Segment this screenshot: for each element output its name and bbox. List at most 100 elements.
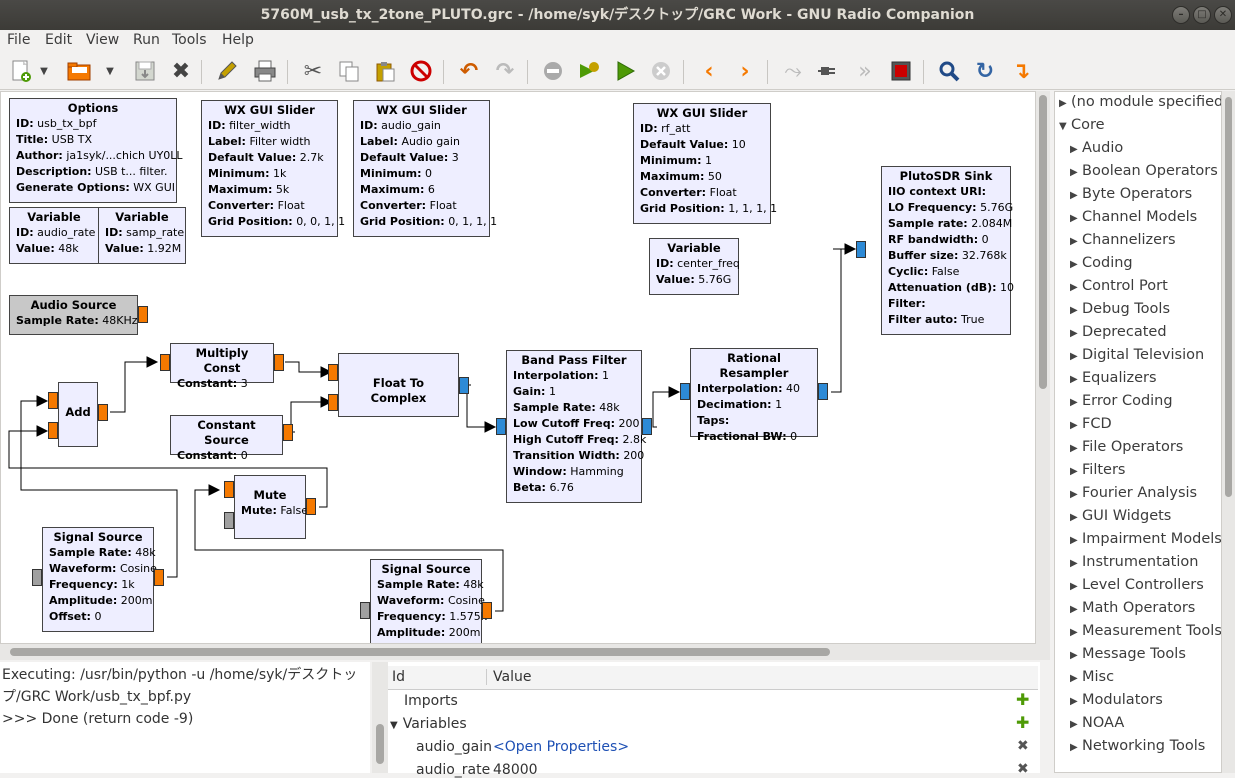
kill-icon[interactable] [646, 56, 676, 86]
sig2-output-port[interactable] [482, 602, 492, 619]
f2c-input-imag-port[interactable] [328, 394, 338, 411]
block-signal-source-1[interactable]: Signal Source Sample Rate: 48k Waveform:… [42, 527, 157, 632]
tree-category-boolean-operators[interactable]: ▶Boolean Operators [1070, 163, 1218, 179]
menu-help[interactable]: Help [222, 32, 254, 48]
variable-row-variables[interactable]: ▼Variables [390, 716, 467, 732]
column-id[interactable]: Id [392, 669, 406, 685]
tree-category-measurement-tools[interactable]: ▶Measurement Tools [1070, 623, 1222, 639]
menu-run[interactable]: Run [133, 32, 160, 48]
audio-source-output-port[interactable] [138, 306, 148, 323]
tree-category-digital-television[interactable]: ▶Digital Television [1070, 347, 1205, 363]
remove-variable-icon[interactable]: ✖ [1017, 738, 1029, 754]
tree-category-message-tools[interactable]: ▶Message Tools [1070, 646, 1186, 662]
bpf-output-port[interactable] [642, 418, 652, 435]
redo-icon[interactable]: ↷ [495, 58, 515, 84]
variable-row-id[interactable]: audio_rate [416, 762, 491, 778]
remove-variable-icon[interactable]: ✖ [1017, 761, 1029, 777]
tree-category-error-coding[interactable]: ▶Error Coding [1070, 393, 1173, 409]
block-add[interactable]: Add [58, 382, 98, 447]
tree-category-fourier-analysis[interactable]: ▶Fourier Analysis [1070, 485, 1198, 501]
screenshot-icon[interactable] [886, 56, 916, 86]
forward-icon[interactable]: » [858, 58, 872, 84]
sig1-control-port[interactable] [32, 569, 42, 586]
rotate-left-icon[interactable]: ‹ [704, 58, 714, 84]
variable-row-value[interactable]: 48000 [493, 762, 538, 778]
tree-category-fcd[interactable]: ▶FCD [1070, 416, 1112, 432]
menu-view[interactable]: View [86, 32, 120, 48]
canvas-horizontal-scrollbar[interactable] [0, 644, 1050, 660]
tree-category-channelizers[interactable]: ▶Channelizers [1070, 232, 1176, 248]
tree-category-level-controllers[interactable]: ▶Level Controllers [1070, 577, 1204, 593]
new-dropdown-icon[interactable]: ▼ [40, 65, 48, 77]
block-slider-rf-att[interactable]: WX GUI Slider ID: rf_att Default Value: … [633, 103, 777, 224]
tree-category-misc[interactable]: ▶Misc [1070, 669, 1115, 685]
tree-item-core[interactable]: ▼Core [1059, 117, 1105, 133]
connect-icon[interactable] [814, 56, 844, 86]
tree-item-no-module[interactable]: ▶(no module specified) [1059, 94, 1222, 110]
block-slider-filter-width[interactable]: WX GUI Slider ID: filter_width Label: Fi… [201, 100, 345, 237]
tree-category-impairment-models[interactable]: ▶Impairment Models [1070, 531, 1222, 547]
run-icon[interactable] [610, 56, 640, 86]
resampler-output-port[interactable] [818, 383, 828, 400]
add-output-port[interactable] [98, 404, 108, 421]
block-rational-resampler[interactable]: Rational Resampler Interpolation: 40 Dec… [690, 348, 818, 443]
edit-icon[interactable] [212, 56, 242, 86]
search-icon[interactable] [934, 56, 964, 86]
tree-category-control-port[interactable]: ▶Control Port [1070, 278, 1168, 294]
tree-category-coding[interactable]: ▶Coding [1070, 255, 1133, 271]
close-window-icon[interactable]: ✕ [1214, 6, 1232, 24]
pluto-input-port[interactable] [856, 241, 866, 258]
tree-category-filters[interactable]: ▶Filters [1070, 462, 1126, 478]
new-icon[interactable] [6, 56, 36, 86]
f2c-output-port[interactable] [459, 377, 469, 394]
multiply-output-port[interactable] [274, 354, 284, 371]
generate-icon[interactable] [574, 56, 604, 86]
menu-file[interactable]: File [7, 32, 31, 48]
tree-category-networking-tools[interactable]: ▶Networking Tools [1070, 738, 1206, 754]
add-input-0-port[interactable] [48, 392, 58, 409]
block-slider-audio-gain[interactable]: WX GUI Slider ID: audio_gain Label: Audi… [353, 100, 497, 237]
block-mute[interactable]: Mute Mute: False [234, 475, 308, 539]
block-band-pass-filter[interactable]: Band Pass Filter Interpolation: 1 Gain: … [506, 350, 646, 503]
tree-category-equalizers[interactable]: ▶Equalizers [1070, 370, 1157, 386]
cut-icon[interactable]: ✂ [303, 58, 323, 84]
block-constant-source[interactable]: Constant Source Constant: 0 [170, 415, 283, 462]
block-plutosdr-sink[interactable]: PlutoSDR Sink IIO context URI: LO Freque… [881, 166, 1014, 335]
maximize-icon[interactable]: □ [1193, 6, 1211, 24]
variable-editor-scrollbar[interactable] [372, 662, 388, 773]
add-input-1-port[interactable] [48, 422, 58, 439]
tree-category-modulators[interactable]: ▶Modulators [1070, 692, 1163, 708]
block-variable-audio-rate[interactable]: Variable ID: audio_rate Value: 48k [9, 207, 99, 264]
delete-icon[interactable] [406, 56, 436, 86]
tree-category-channel-models[interactable]: ▶Channel Models [1070, 209, 1198, 225]
mute-output-port[interactable] [306, 498, 316, 515]
disable-icon[interactable] [538, 56, 568, 86]
block-options[interactable]: Options ID: usb_tx_bpf Title: USB TX Aut… [9, 98, 183, 203]
block-library-scrollbar[interactable] [1222, 91, 1235, 773]
bpf-input-port[interactable] [496, 418, 506, 435]
tree-category-gui-widgets[interactable]: ▶GUI Widgets [1070, 508, 1172, 524]
tree-category-audio[interactable]: ▶Audio [1070, 140, 1124, 156]
column-value[interactable]: Value [486, 669, 531, 685]
reload-icon[interactable]: ↻ [975, 58, 995, 84]
resampler-input-port[interactable] [680, 383, 690, 400]
mute-input-port[interactable] [224, 481, 234, 498]
tree-category-byte-operators[interactable]: ▶Byte Operators [1070, 186, 1193, 202]
block-signal-source-2[interactable]: Signal Source Sample Rate: 48k Waveform:… [370, 559, 487, 643]
print-icon[interactable] [250, 56, 280, 86]
menu-tools[interactable]: Tools [172, 32, 207, 48]
variable-row-imports[interactable]: Imports [404, 693, 458, 709]
block-audio-source[interactable]: Audio Source Sample Rate: 48KHz [9, 295, 138, 335]
save-icon[interactable] [130, 56, 160, 86]
add-import-icon[interactable]: ✚ [1016, 690, 1030, 709]
add-variable-icon[interactable]: ✚ [1016, 713, 1030, 732]
paste-icon[interactable] [370, 56, 400, 86]
multiply-input-port[interactable] [160, 354, 170, 371]
f2c-input-real-port[interactable] [328, 364, 338, 381]
close-icon[interactable]: ✖ [171, 58, 191, 84]
mute-control-port[interactable] [224, 512, 234, 529]
tree-category-file-operators[interactable]: ▶File Operators [1070, 439, 1184, 455]
sig1-output-port[interactable] [154, 569, 164, 586]
block-multiply-const[interactable]: Multiply Const Constant: 3 [170, 343, 274, 390]
open-icon[interactable] [64, 56, 94, 86]
